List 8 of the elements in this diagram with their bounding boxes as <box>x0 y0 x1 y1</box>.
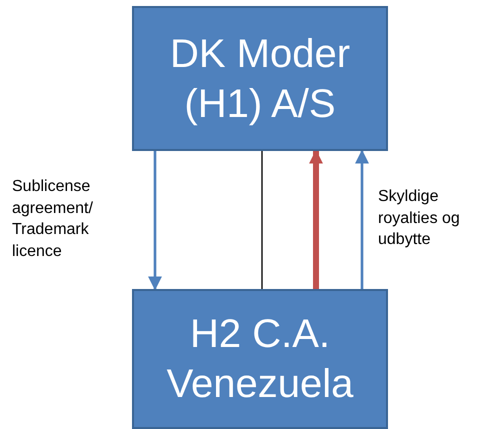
company-box <box>132 289 388 429</box>
arrow <box>355 150 369 289</box>
connector-line <box>261 151 263 289</box>
arrow <box>309 150 323 289</box>
company-name: DK Moder (H1) A/S <box>168 30 352 128</box>
arrow <box>148 151 162 290</box>
company-name: H2 C.A. Venezuela <box>166 311 354 408</box>
company-box <box>132 6 388 151</box>
